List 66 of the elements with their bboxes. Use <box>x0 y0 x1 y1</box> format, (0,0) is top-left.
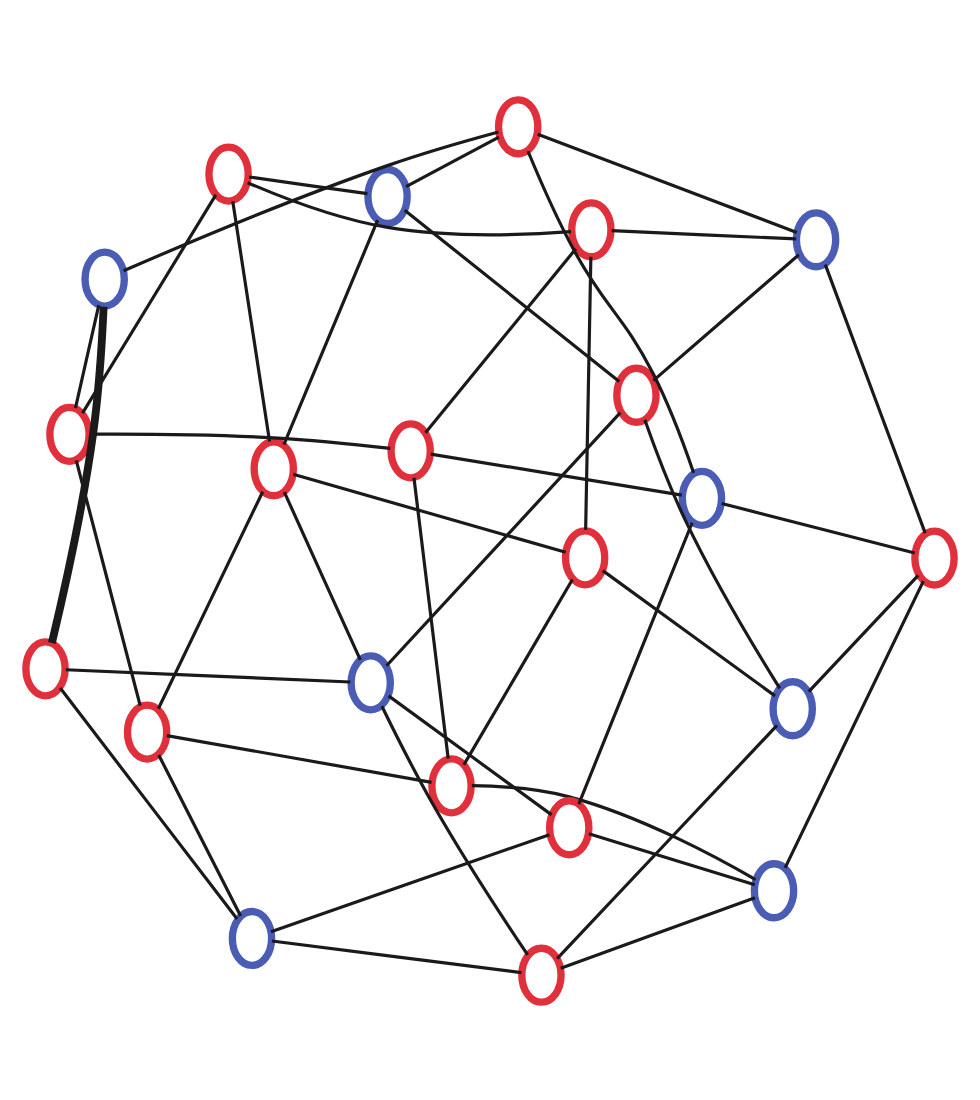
connector <box>412 476 450 758</box>
node-circle <box>205 142 252 204</box>
connector <box>577 521 694 804</box>
node-circle <box>347 651 394 713</box>
connector <box>282 218 380 445</box>
node-circle <box>545 796 593 858</box>
node-circle <box>518 943 565 1005</box>
connector <box>81 193 218 413</box>
node-circle <box>678 466 726 528</box>
node-circle <box>561 526 609 588</box>
connector <box>611 228 797 240</box>
connector <box>166 733 432 783</box>
node-circle <box>387 419 434 481</box>
node-circle <box>613 363 660 425</box>
connector <box>462 577 574 765</box>
connector <box>156 490 265 709</box>
connector <box>823 263 927 533</box>
node-circle <box>364 164 411 227</box>
connector <box>48 305 108 643</box>
connector <box>556 723 779 959</box>
connector <box>248 174 368 195</box>
connector <box>430 451 683 496</box>
connector <box>601 568 776 697</box>
connector <box>807 573 920 692</box>
connector <box>783 579 925 868</box>
connector <box>403 207 621 382</box>
connector <box>424 246 578 433</box>
connector <box>652 252 800 381</box>
node-circle <box>250 437 298 499</box>
node-circle <box>911 526 958 588</box>
connector <box>588 831 756 886</box>
connector <box>380 704 530 955</box>
connector <box>584 255 593 529</box>
connector <box>537 131 798 233</box>
connector <box>721 500 916 554</box>
connector <box>157 753 243 916</box>
connector <box>405 134 500 188</box>
connector <box>247 180 572 236</box>
node-circle <box>494 95 542 157</box>
connector <box>271 938 522 974</box>
connector <box>58 686 239 920</box>
node-circle <box>22 637 69 699</box>
connector <box>123 129 499 272</box>
connector <box>526 149 696 473</box>
connector <box>231 199 272 441</box>
connector <box>89 431 391 450</box>
node-circle <box>46 402 93 465</box>
node-circle <box>750 859 798 921</box>
connector <box>282 490 362 660</box>
node-circle <box>792 208 840 270</box>
node-circle <box>81 247 128 309</box>
connector <box>73 303 101 408</box>
node-circle <box>428 754 475 816</box>
connector <box>385 410 622 666</box>
connector <box>292 471 567 553</box>
node-circle <box>769 677 816 739</box>
connector <box>387 693 553 816</box>
connector <box>270 832 550 933</box>
node-circle <box>228 906 276 969</box>
connector <box>560 895 756 969</box>
connector <box>65 667 351 683</box>
connector <box>471 783 757 881</box>
connector <box>643 418 782 689</box>
connector <box>74 458 142 706</box>
node-circle <box>568 198 615 260</box>
node-circle <box>123 700 171 762</box>
